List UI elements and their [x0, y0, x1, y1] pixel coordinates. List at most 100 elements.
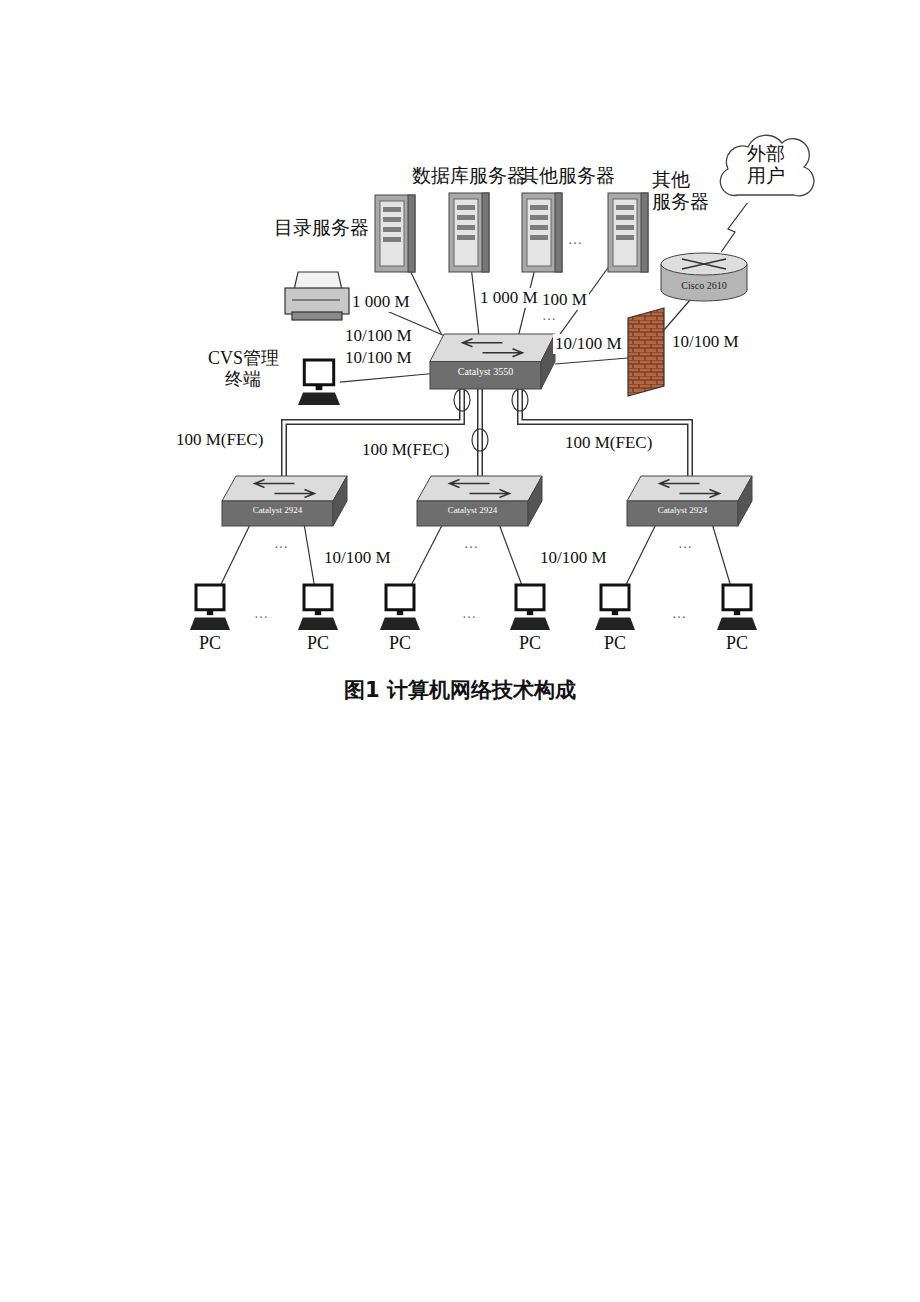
node-label: PC	[500, 633, 560, 654]
pc-node: PC	[717, 585, 757, 630]
bundle-oval	[472, 429, 488, 451]
firewall-icon	[628, 308, 664, 396]
node-label: PC	[288, 633, 348, 654]
monitor	[723, 585, 751, 610]
router-edge	[661, 264, 662, 290]
server-node: 数据库服务器	[449, 193, 489, 272]
switch-front	[430, 362, 541, 390]
keyboard	[298, 392, 340, 405]
node-icon	[595, 585, 635, 630]
switch-front	[417, 501, 528, 526]
icon-group	[510, 585, 550, 630]
monitor-stand	[527, 610, 533, 615]
server-bay	[616, 205, 634, 210]
link-speed: 1 000 M	[350, 292, 412, 312]
server-bay	[383, 207, 401, 212]
icon-group	[222, 476, 347, 526]
server-bay	[457, 215, 475, 220]
node-icon	[380, 585, 420, 630]
icon-group	[522, 193, 562, 272]
printer-paper	[294, 272, 342, 290]
switch-node: Catalyst 2924	[222, 476, 347, 526]
ellipsis-mark: …	[462, 536, 480, 552]
node-icon	[298, 585, 338, 630]
node-label: PC	[370, 633, 430, 654]
node-icon	[375, 195, 415, 272]
link-speed: 100 M(FEC)	[174, 430, 265, 450]
server-bay	[383, 227, 401, 232]
icon-group	[661, 253, 747, 301]
pc-node: CVS管理 终端	[298, 360, 340, 405]
fec-trunk-inner	[479, 389, 482, 476]
switch-node: Catalyst 2924	[627, 476, 752, 526]
node-icon	[417, 476, 542, 526]
link-speed: 100 M(FEC)	[360, 440, 451, 460]
keyboard	[190, 617, 230, 630]
monitor	[516, 585, 544, 610]
icon-group	[449, 193, 489, 272]
server-panel	[380, 201, 404, 266]
router-edge	[747, 264, 748, 290]
node-icon	[522, 193, 562, 272]
firewall-line	[555, 358, 628, 364]
switch-arrows	[450, 480, 510, 498]
node-label: 外部 用户	[741, 143, 790, 187]
link-speed: 10/100 M	[538, 548, 609, 568]
node-icon	[190, 585, 230, 630]
node-label: 其他服务器	[520, 165, 640, 187]
bundle-oval	[512, 389, 528, 411]
link-speed: 100 M(FEC)	[563, 433, 654, 453]
link-line	[411, 526, 441, 585]
ellipsis-mark: …	[272, 536, 290, 552]
server-body	[608, 193, 648, 272]
link-line	[221, 526, 250, 585]
icon-group	[417, 476, 542, 526]
fec-trunk-inner	[284, 389, 462, 476]
node-label: 目录服务器	[255, 217, 369, 239]
switch-top	[430, 334, 555, 362]
link-speed: 100 M	[540, 290, 589, 310]
monitor	[386, 585, 414, 610]
link-line	[340, 374, 430, 382]
server-bay	[530, 225, 548, 230]
node-icon	[627, 476, 752, 526]
server-body	[449, 193, 489, 272]
node-icon	[298, 360, 340, 405]
server-side	[408, 195, 415, 272]
link-line	[626, 526, 655, 585]
fec-trunk	[520, 389, 690, 476]
switch-node: Catalyst 3550	[430, 334, 555, 389]
server-bay	[383, 217, 401, 222]
ellipsis-mark: …	[540, 308, 558, 324]
fec-trunk-inner	[520, 389, 690, 476]
server-bay	[616, 235, 634, 240]
keyboard	[380, 617, 420, 630]
server-bay	[383, 237, 401, 242]
server-node: 其他 服务器	[608, 193, 648, 272]
switch-arrows	[660, 480, 720, 498]
pc-node: PC	[298, 585, 338, 630]
switch-arrows	[463, 339, 523, 357]
printer-slot	[292, 299, 340, 300]
node-label: Catalyst 2924	[222, 505, 333, 515]
switch-top	[627, 476, 752, 501]
pc-node: PC	[190, 585, 230, 630]
node-label: Catalyst 2924	[627, 505, 738, 515]
server-bay	[457, 205, 475, 210]
server-body	[375, 195, 415, 272]
node-label: Catalyst 3550	[430, 366, 541, 378]
monitor	[304, 585, 332, 610]
switch-top	[222, 476, 347, 501]
node-label: 数据库服务器	[399, 165, 539, 187]
printer-tray	[292, 312, 342, 320]
pc-node: PC	[510, 585, 550, 630]
switch-side	[333, 476, 347, 526]
switch-arrows	[255, 480, 315, 498]
node-icon	[222, 476, 347, 526]
link-line	[713, 526, 731, 585]
fec-trunk	[477, 389, 483, 476]
bundle-marks	[454, 389, 528, 451]
keyboard	[717, 617, 757, 630]
